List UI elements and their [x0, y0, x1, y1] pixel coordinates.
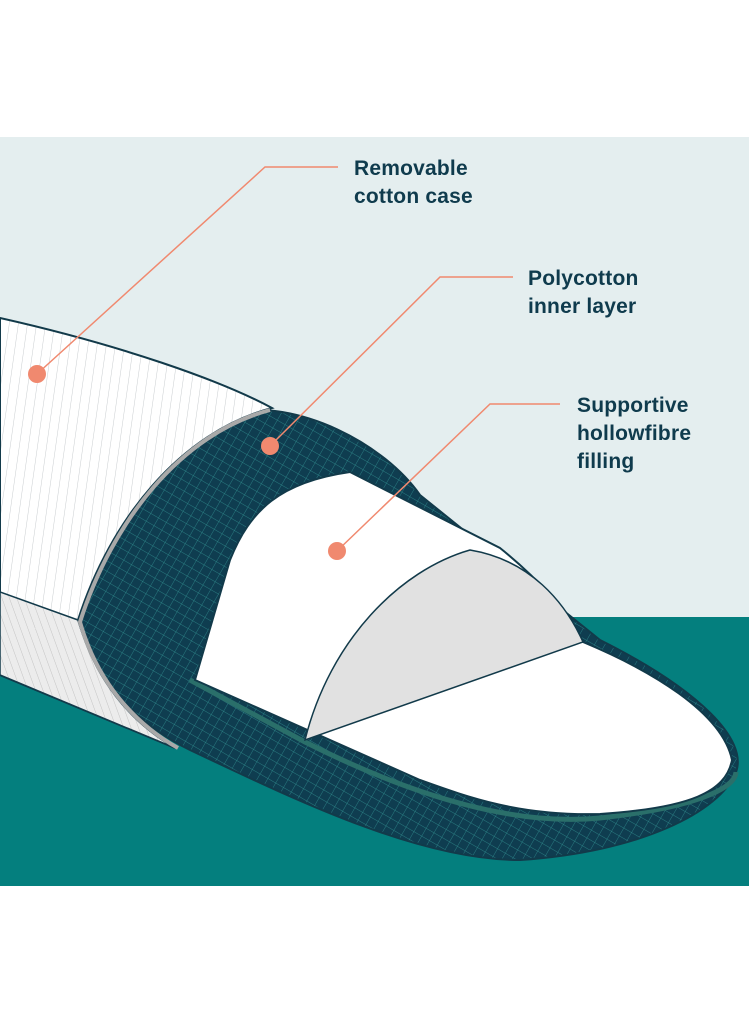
label-line: inner layer	[528, 295, 637, 318]
label-line: hollowfibre	[577, 422, 692, 445]
label-supportive-filling: Supportive hollowfibre filling	[577, 392, 691, 476]
label-line: Removable	[354, 157, 468, 180]
leader-case	[28, 166, 338, 383]
label-removable-cotton-case: Removable cotton case	[354, 155, 473, 211]
inner-layer-rim	[188, 677, 739, 822]
leader-inner-layer	[261, 276, 513, 455]
label-polycotton-inner-layer: Polycotton inner layer	[528, 265, 639, 321]
label-line: filling	[577, 450, 635, 473]
filling-cross-section	[303, 549, 585, 742]
case-seam	[77, 408, 271, 750]
leader-filling	[328, 403, 560, 560]
label-line: cotton case	[354, 185, 473, 208]
label-line: Polycotton	[528, 267, 639, 290]
label-line: Supportive	[577, 394, 689, 417]
